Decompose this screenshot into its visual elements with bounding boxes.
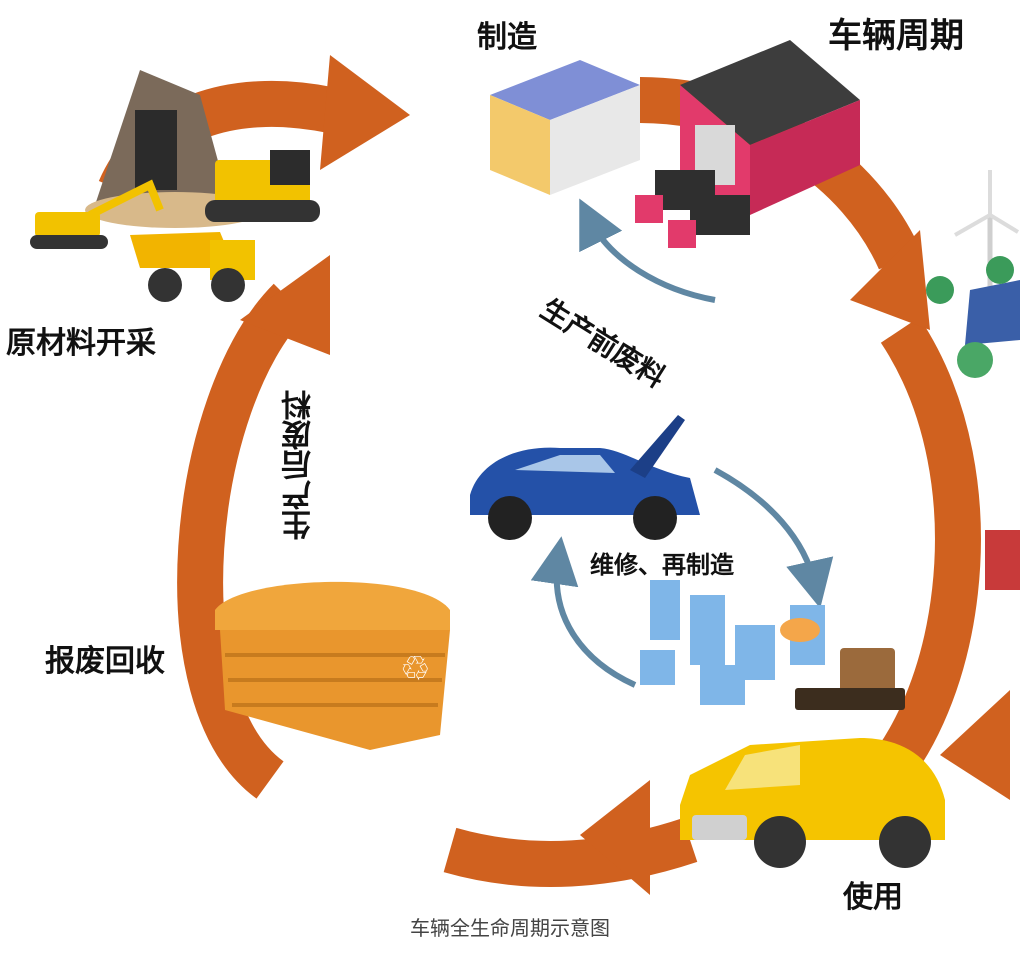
luggage-2 (795, 688, 905, 710)
arrow-use-bottom (443, 818, 698, 887)
wind-turbine-blade-3 (988, 213, 1020, 234)
yellow-car-wheel-front (754, 816, 806, 868)
building-edge (985, 530, 1020, 590)
tree-3 (986, 256, 1014, 284)
diagram-title: 车辆周期 (828, 16, 964, 56)
tree-1 (926, 276, 954, 304)
factory-left-wall (490, 95, 550, 195)
dump-truck-bed (130, 232, 235, 268)
city-building-1 (650, 580, 680, 640)
mine-entrance (135, 110, 177, 190)
yellow-car-windshield (725, 745, 800, 790)
arrowhead-top-right (850, 230, 930, 330)
energy-scene (926, 170, 1020, 590)
arrowhead-right (940, 690, 1010, 800)
warehouse-wall-side (750, 100, 860, 215)
yellow-car-wheel-rear (879, 816, 931, 868)
wind-turbine-blade-2 (954, 213, 991, 237)
factory-roof (490, 60, 640, 120)
cycle-arrowheads (240, 55, 1010, 895)
inner-arrows (530, 198, 834, 688)
luggage-1 (840, 648, 895, 693)
mining-scene (30, 70, 320, 302)
label-mining: 原材料开采 (6, 326, 156, 361)
city-building-6 (640, 650, 675, 685)
label-repair-remanufacture: 维修、再制造 (590, 551, 734, 579)
city-building-5 (700, 665, 745, 705)
tree-2 (957, 342, 993, 378)
arrowhead-left (240, 255, 330, 355)
recycling-bin: ♲ (215, 581, 450, 750)
solar-panel (965, 280, 1020, 345)
figure-caption: 车辆全生命周期示意图 (410, 916, 610, 940)
blue-car-hood-open (630, 415, 685, 478)
blue-car-windows (515, 455, 615, 473)
dump-truck-wheel-1 (148, 268, 182, 302)
arrowhead-bottom (580, 780, 650, 895)
inner-arrow-up (530, 536, 637, 688)
truck-1-cab (635, 195, 663, 223)
city-tank (780, 618, 820, 642)
blue-car (470, 415, 700, 540)
warehouse-roof (680, 40, 860, 145)
blue-car-wheel-front (633, 496, 677, 540)
excavator-arm (88, 179, 164, 219)
label-use: 使用 (843, 880, 903, 915)
bin-lid (215, 581, 450, 630)
excavator-track (30, 235, 108, 249)
yellow-car (680, 648, 945, 868)
city-building-2 (690, 595, 725, 665)
truck-2-cab (668, 220, 696, 248)
yellow-car-grille (692, 815, 747, 840)
label-scrap-recycling: 报废回收 (45, 644, 165, 679)
factory-right-wall (550, 85, 640, 195)
pre-scrap-arrow (579, 198, 716, 303)
blue-car-wheel-rear (488, 496, 532, 540)
bulldozer-cab (270, 150, 310, 185)
inner-arrow-down (713, 467, 834, 609)
city-scene (640, 580, 825, 705)
label-post-production-scrap: 生产后废料 (282, 390, 317, 540)
bin-body (220, 630, 450, 750)
dump-truck-wheel-2 (211, 268, 245, 302)
label-manufacturing: 制造 (477, 20, 537, 55)
excavator-body (35, 212, 100, 237)
arrow-scrap-to-mining (177, 283, 307, 799)
arrow-use-to-scrap (845, 317, 981, 818)
manufacturing-scene (490, 40, 860, 248)
truck-2-box (690, 195, 750, 235)
arrowhead-top-left (320, 55, 410, 170)
bulldozer-track (205, 200, 320, 222)
recycle-icon: ♲ (400, 649, 430, 689)
